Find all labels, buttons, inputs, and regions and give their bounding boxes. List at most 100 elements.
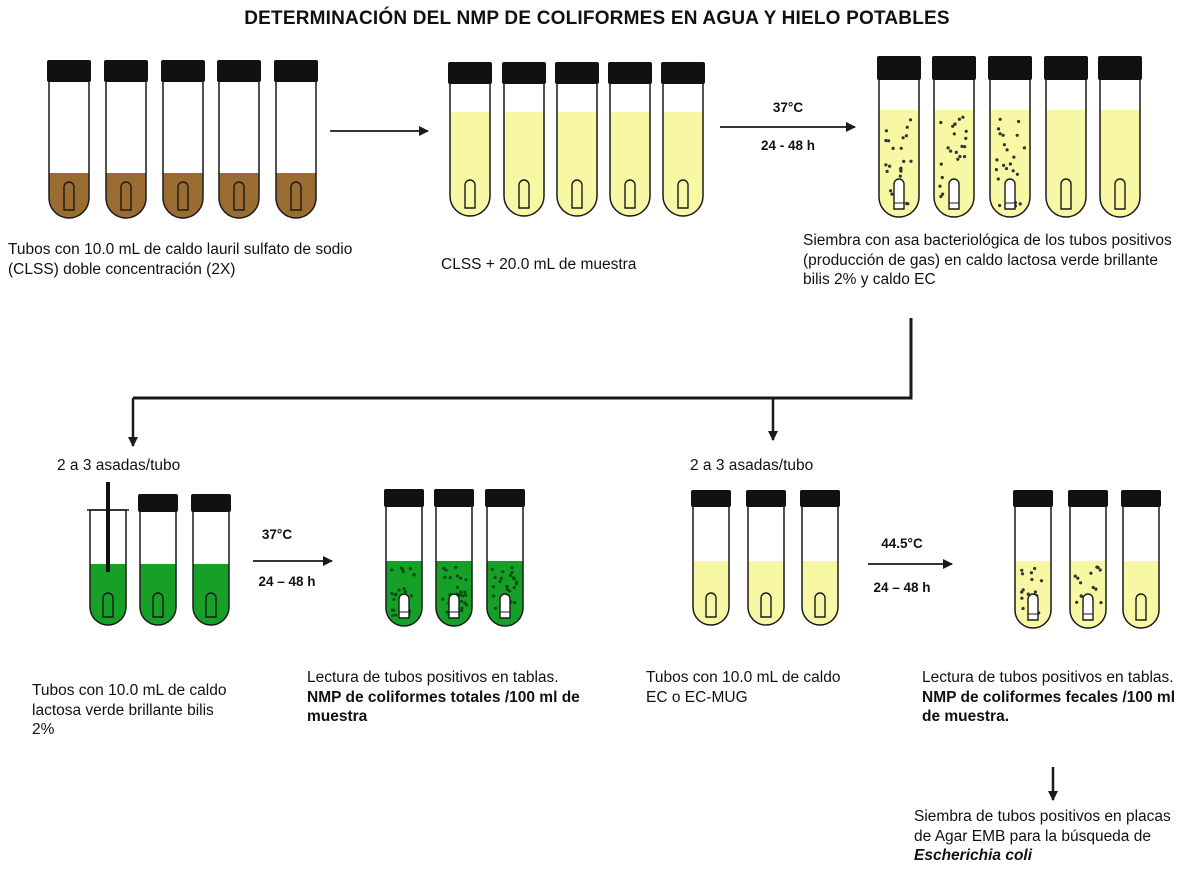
tube-glass — [449, 81, 491, 217]
tube-glass — [609, 81, 651, 217]
test-tube — [1121, 490, 1161, 629]
test-tube — [555, 62, 599, 217]
tube-cap — [448, 62, 492, 84]
incubation-right-time: 24 – 48 h — [873, 580, 931, 595]
incubation-right-temp: 44.5°C — [881, 536, 923, 551]
durham-tube — [290, 181, 302, 211]
durham-tube — [398, 593, 410, 619]
durham-tube — [152, 592, 164, 618]
caption-totales-bold: NMP de coliformes totales /100 ml de mue… — [307, 688, 580, 726]
inoculation-loop — [106, 482, 110, 572]
test-tube — [384, 489, 424, 627]
tube-cap — [47, 60, 91, 82]
tube-glass — [692, 504, 730, 626]
durham-tube — [1027, 593, 1039, 621]
durham-tube — [893, 178, 905, 210]
tube-cap — [274, 60, 318, 82]
tube-glass — [385, 504, 423, 627]
test-tube — [161, 60, 205, 219]
test-tube — [191, 494, 231, 626]
incubation-left-temp: 37°C — [261, 527, 293, 542]
tube-glass — [503, 81, 545, 217]
tube-cap — [217, 60, 261, 82]
caption-emb-text: Siembra de tubos positivos en placas de … — [914, 808, 1171, 845]
tube-glass — [878, 77, 920, 218]
broth-fill — [557, 112, 597, 216]
tube-glass — [486, 504, 524, 627]
tube-cap — [800, 490, 840, 507]
tube-cap — [161, 60, 205, 82]
tube-cap — [932, 56, 976, 80]
durham-tube — [677, 179, 689, 209]
tube-glass — [801, 504, 839, 626]
tube-glass — [1069, 504, 1107, 629]
tube-cap — [1068, 490, 1108, 507]
test-tube — [661, 62, 705, 217]
connector-layer — [128, 122, 1058, 801]
caption-totales: Lectura de tubos positivos en tablas. NM… — [307, 668, 582, 727]
durham-tube — [177, 181, 189, 211]
test-tube — [217, 60, 261, 219]
tube-glass — [747, 504, 785, 626]
broth-fill — [49, 173, 89, 218]
tube-cap — [1121, 490, 1161, 507]
tube-cap — [691, 490, 731, 507]
tube-glass — [275, 79, 317, 219]
diagram-title: DETERMINACIÓN DEL NMP DE COLIFORMES EN A… — [244, 8, 950, 29]
test-tube — [1098, 56, 1142, 218]
tube-cap — [434, 489, 474, 507]
tube-glass — [139, 509, 177, 626]
caption-asadas-left: 2 a 3 asadas/tubo — [57, 457, 181, 474]
test-tube — [448, 62, 492, 217]
tube-cap — [384, 489, 424, 507]
incubation-top-time: 24 - 48 h — [760, 138, 816, 153]
tube-glass — [89, 509, 127, 626]
broth-fill — [450, 112, 490, 216]
tube-glass — [1099, 77, 1141, 218]
caption-siembra: Siembra con asa bacteriológica de los tu… — [803, 232, 1172, 288]
test-tube — [87, 482, 129, 626]
caption-fecales-bold: NMP de coliformes fecales /100 ml de mue… — [922, 688, 1175, 726]
caption-fecales-text: Lectura de tubos positivos en tablas. — [922, 669, 1174, 686]
tube-layer — [47, 56, 1161, 629]
tube-glass — [1122, 504, 1160, 629]
durham-tube — [518, 179, 530, 209]
test-tube — [746, 490, 786, 626]
durham-tube — [233, 181, 245, 211]
tube-glass — [933, 77, 975, 218]
tube-cap — [988, 56, 1032, 80]
caption-emb: Siembra de tubos positivos en placas de … — [914, 807, 1182, 866]
broth-fill — [504, 112, 544, 216]
tube-cap — [661, 62, 705, 84]
test-tube — [434, 489, 474, 627]
broth-fill — [1046, 110, 1086, 217]
tube-glass — [662, 81, 704, 217]
incubation-top-temp: 37°C — [772, 100, 804, 115]
caption-emb-italic: Escherichia coli — [914, 847, 1033, 864]
caption-totales-text: Lectura de tubos positivos en tablas. — [307, 669, 559, 686]
durham-tube — [120, 181, 132, 211]
durham-tube — [760, 592, 772, 618]
durham-tube — [948, 178, 960, 210]
tube-cap — [1013, 490, 1053, 507]
test-tube — [502, 62, 546, 217]
tube-cap — [485, 489, 525, 507]
connector-split — [133, 318, 913, 400]
test-tube — [932, 56, 976, 218]
durham-tube — [705, 592, 717, 618]
broth-fill — [90, 564, 126, 625]
durham-tube — [499, 593, 511, 619]
test-tube — [877, 56, 921, 218]
test-tube — [47, 60, 91, 219]
test-tube — [1068, 490, 1108, 629]
broth-fill — [219, 173, 259, 218]
broth-fill — [163, 173, 203, 218]
test-tube — [138, 494, 178, 626]
durham-tube — [1060, 178, 1072, 210]
broth-fill — [1100, 110, 1140, 217]
test-tube — [800, 490, 840, 626]
test-tube — [1044, 56, 1088, 218]
tube-cap — [877, 56, 921, 80]
durham-tube — [1004, 178, 1016, 210]
